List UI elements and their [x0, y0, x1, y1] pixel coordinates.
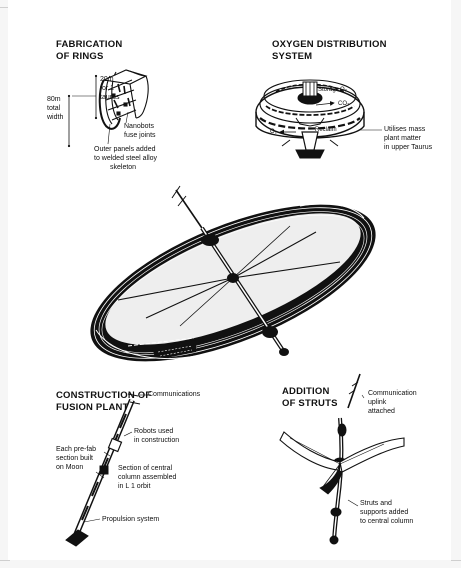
- rings-height-line3: taurus: [100, 94, 120, 101]
- rings-outer-line1: Outer panels added: [94, 146, 156, 153]
- rings-height-line1: 20m: [100, 76, 114, 83]
- rings-width-line2: total: [47, 105, 61, 112]
- rings-width-line3: width: [47, 114, 64, 121]
- oxygen-reclaim-label: Reclaim: [315, 127, 337, 133]
- oxygen-title-line2: SYSTEM: [272, 51, 313, 62]
- oxygen-o2-left-label: O₂: [270, 129, 277, 135]
- oxygen-co2-label: CO₂: [338, 101, 350, 107]
- oxygen-title-line1: OXYGEN DISTRIBUTION: [272, 39, 387, 50]
- struts-added-line3: to central column: [360, 518, 414, 525]
- fusion-robots-line2: in construction: [134, 437, 180, 444]
- fusion-section-line2: column assembled: [118, 474, 177, 481]
- rings-nanobots-line2: fuse joints: [124, 132, 156, 139]
- fusion-communications-label: Communications: [148, 391, 201, 398]
- struts-uplink-line3: attached: [368, 408, 395, 415]
- fusion-prefab-line2: section built: [56, 455, 93, 462]
- page-edge-top: [0, 7, 8, 8]
- ring-fabrication-illustration: [67, 69, 149, 148]
- struts-title-line2: OF STRUTS: [282, 398, 338, 409]
- rings-height-line2: for 1: [100, 85, 115, 92]
- station-illustration: [90, 185, 376, 362]
- rings-outer-line3: skeleton: [110, 164, 137, 171]
- rings-outer-line2: to welded steel alloy: [94, 155, 158, 162]
- oxygen-system-illustration: [255, 79, 382, 159]
- oxygen-storage-label: Storage: [318, 87, 340, 93]
- fusion-prefab-line1: Each pre-fab: [56, 446, 97, 453]
- oxygen-o2-top-label: O₂: [340, 87, 347, 93]
- struts-added-line2: supports added: [360, 509, 409, 516]
- fusion-propulsion-label: Propulsion system: [102, 516, 160, 523]
- rings-title-line2: OF RINGS: [56, 51, 104, 62]
- fusion-plant-illustration: [65, 393, 146, 547]
- fusion-title-line1: CONSTRUCTION OF: [56, 390, 152, 401]
- fusion-title-line2: FUSION PLANT: [56, 402, 129, 413]
- fusion-prefab-line3: on Moon: [56, 464, 84, 471]
- rings-title-line1: FABRICATION: [56, 39, 123, 50]
- oxygen-mass-line1: Utilises mass: [384, 126, 426, 133]
- oxygen-mass-line3: in upper Taurus: [384, 144, 433, 151]
- oxygen-mass-line2: plant matter: [384, 135, 421, 142]
- page-edge-bottom-right: [451, 560, 461, 561]
- struts-uplink-line2: uplink: [368, 399, 387, 406]
- rings-nanobots-line1: Nanobots: [124, 123, 154, 130]
- fusion-robots-line1: Robots used: [134, 428, 174, 435]
- struts-illustration: [279, 373, 405, 545]
- struts-title-line1: ADDITION: [282, 386, 330, 397]
- struts-uplink-line1: Communication: [368, 390, 417, 397]
- rings-width-line1: 80m: [47, 96, 61, 103]
- fusion-section-line3: in L 1 orbit: [118, 483, 151, 490]
- page-edge-bottom-left: [0, 560, 10, 561]
- struts-added-line1: Struts and: [360, 500, 392, 507]
- fusion-section-line1: Section of central: [118, 465, 173, 472]
